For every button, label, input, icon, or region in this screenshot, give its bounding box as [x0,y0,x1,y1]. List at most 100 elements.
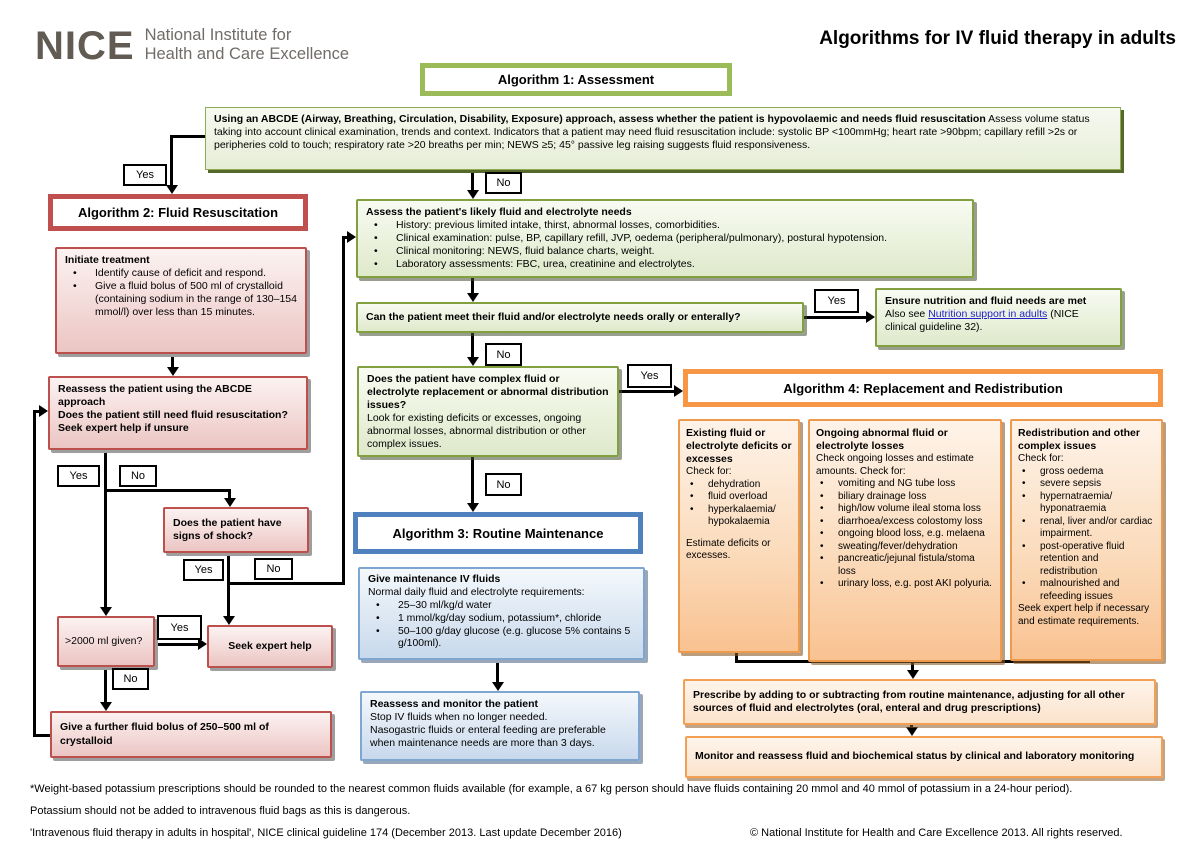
oral-enteral-question-box: Can the patient meet their fluid and/or … [356,302,804,333]
prescribe-box: Prescribe by adding to or subtracting fr… [683,679,1156,725]
abcde-box-title: Using an ABCDE (Airway, Breathing, Circu… [214,113,986,125]
flow-line [496,660,499,683]
arrow-down-icon [467,357,479,366]
bullet-text: dehydration [708,478,761,490]
bullet-text: vomiting and NG tube loss [838,478,956,490]
arrow-down-icon [100,607,112,616]
list-item: Laboratory assessments: FBC, urea, creat… [366,258,964,271]
maintenance-fluids-box: Give maintenance IV fluids Normal daily … [358,567,645,660]
list-item: gross oedema [1018,466,1155,479]
list-item: biliary drainage loss [816,491,994,504]
bullet-text: diarrhoea/excess colostomy loss [838,515,983,527]
arrow-down-icon [467,190,479,199]
flow-line [171,354,174,368]
yes-label-shock: Yes [183,559,224,581]
no-label-complex: No [485,473,522,496]
assess-needs-title: Assess the patient's likely fluid and el… [366,206,632,218]
flow-line [155,643,198,646]
footnote-warning: Potassium should not be added to intrave… [30,805,411,817]
algorithm1-header: Algorithm 1: Assessment [420,63,732,96]
list-item: 1 mmol/kg/day sodium, potassium*, chlori… [368,613,635,626]
nutrition-support-link[interactable]: Nutrition support in adults [928,308,1048,321]
list-item: post-operative fluid retention and redis… [1018,541,1155,579]
nutrition-box: Ensure nutrition and fluid needs are met… [875,288,1122,347]
bullet-text: post-operative fluid retention and redis… [1040,540,1125,577]
flow-line [911,660,914,671]
flow-line [471,333,474,358]
flow-line [227,553,230,617]
bullet-text: ongoing blood loss, e.g. melaena [838,528,985,540]
redistribution-intro: Check for: [1018,453,1064,465]
seek-expert-help-box: Seek expert help [207,625,333,668]
list-item: sweating/fever/dehydration [816,541,994,554]
citation: 'Intravenous fluid therapy in adults in … [30,827,622,839]
abcde-box-body: Assess volume status taking into account… [214,113,1090,152]
arrow-right-icon [866,311,875,323]
bullet-text: Give a fluid bolus of 500 ml of crystall… [95,280,297,319]
complex-issues-question-box: Does the patient have complex fluid or e… [357,366,619,457]
bullet-text: Clinical monitoring: NEWS, fluid balance… [396,245,655,258]
list-item: fluid overload [686,491,792,504]
nice-logo-line2: Health and Care Excellence [144,44,350,63]
list-item: Give a fluid bolus of 500 ml of crystall… [65,280,297,319]
redistribution-title: Redistribution and other complex issues [1018,427,1140,453]
list-item: Clinical examination: pulse, BP, capilla… [366,232,964,245]
flow-line [104,667,107,703]
abcde-assessment-box: Using an ABCDE (Airway, Breathing, Circu… [205,107,1121,170]
arrow-right-icon [347,231,356,243]
bullet-text: sweating/fever/dehydration [838,540,958,552]
nutrition-box-pre: Also see [885,308,929,321]
nutrition-box-post: (NICE clinical guideline 32). [885,308,1079,334]
copyright: © National Institute for Health and Care… [750,827,1123,839]
reassess-monitor-box: Reassess and monitor the patient Stop IV… [360,691,640,761]
initiate-treatment-box: Initiate treatment Identify cause of def… [55,247,307,354]
arrow-down-icon [223,616,235,625]
arrow-down-icon [167,367,179,376]
flow-line [471,169,474,191]
existing-deficits-box: Existing fluid or electrolyte deficits o… [678,419,800,653]
list-item: hyperkalaemia/ hypokalaemia [686,504,792,529]
volume-given-box: >2000 ml given? [57,616,155,667]
flow-line [104,489,231,492]
bullet-text: high/low volume ileal stoma loss [838,503,981,515]
arrow-right-icon [674,385,683,397]
maintenance-title: Give maintenance IV fluids [368,574,501,585]
bullet-text: hyperkalaemia/ hypokalaemia [708,503,776,528]
flow-line [104,450,107,608]
nice-logo-tagline: National Institute for Health and Care E… [145,26,350,64]
flow-line [227,582,345,585]
nice-logo-acronym: NICE [35,24,135,68]
flow-line [342,236,349,239]
arrow-right-icon [198,638,207,650]
complex-question-title: Does the patient have complex fluid or e… [367,373,609,412]
ongoing-losses-title: Ongoing abnormal fluid or electrolyte lo… [816,427,948,453]
algorithm2-header-label: Algorithm 2: Fluid Resuscitation [52,198,304,227]
no-label-shock: No [254,558,293,580]
bullet-text: hypernatraemia/ hyponatraemia [1040,490,1113,515]
list-item: ongoing blood loss, e.g. melaena [816,528,994,541]
algorithm4-header-label: Algorithm 4: Replacement and Redistribut… [687,373,1159,403]
no-label-volume: No [112,668,149,690]
arrow-down-icon [224,498,236,507]
signs-of-shock-box: Does the patient have signs of shock? [163,507,309,553]
monitor-reassess-box: Monitor and reassess fluid and biochemic… [685,736,1163,778]
existing-deficits-intro: Check for: [686,466,732,478]
flow-line [228,489,231,499]
flow-line [619,390,674,393]
list-item: History: previous limited intake, thirst… [366,219,964,232]
no-label-abcde: No [485,172,522,194]
arrow-down-icon [906,727,918,736]
algorithm3-header: Algorithm 3: Routine Maintenance [353,512,643,554]
redistribution-footer: Seek expert help if necessary and estima… [1018,603,1150,627]
reassess-monitor-title: Reassess and monitor the patient [370,698,539,710]
list-item: renal, liver and/or cardiac impairment. [1018,516,1155,541]
reassess-abcde-box: Reassess the patient using the ABCDE app… [48,376,308,450]
further-bolus-box: Give a further fluid bolus of 250–500 ml… [50,711,332,758]
existing-deficits-footer: Estimate deficits or excesses. [686,537,771,562]
yes-label-volume: Yes [157,615,202,640]
arrow-down-icon [467,503,479,512]
footnote-potassium: *Weight-based potassium prescriptions sh… [30,783,1073,795]
flow-line [471,278,474,294]
list-item: severe sepsis [1018,478,1155,491]
